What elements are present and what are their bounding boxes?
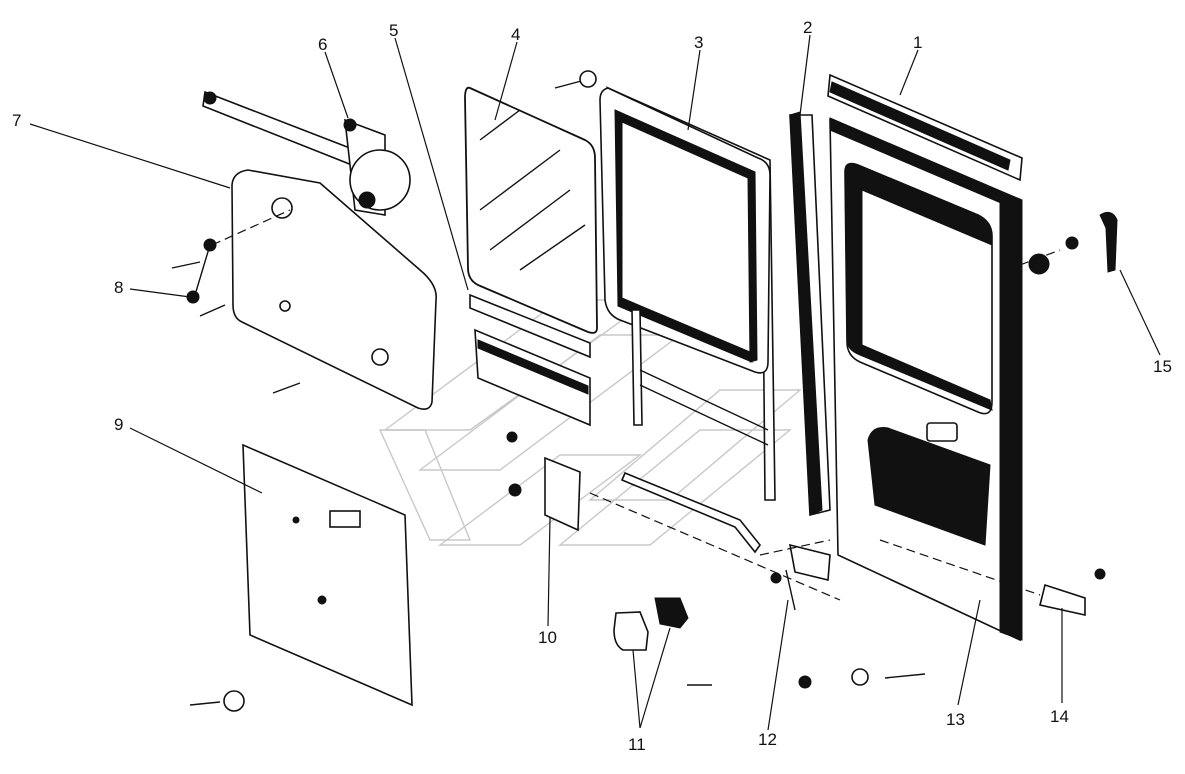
part-4-glass <box>464 86 598 334</box>
loose-fasteners <box>189 70 926 712</box>
part-13-door-frame <box>829 117 1023 642</box>
callout-12: 12 <box>758 730 777 749</box>
callout-11: 11 <box>628 735 646 754</box>
part-8-crank-handle <box>171 209 291 317</box>
callout-5: 5 <box>389 21 398 40</box>
part-12-latch <box>770 543 831 611</box>
callout-7: 7 <box>12 111 21 130</box>
part-9-trim-panel <box>242 443 413 707</box>
part-7-inner-panel <box>231 169 437 410</box>
callout-3: 3 <box>694 33 703 52</box>
callout-2: 2 <box>803 18 812 37</box>
leader-lines <box>29 34 1161 731</box>
part-10-lock <box>506 431 581 532</box>
part-15-outer-handle <box>1028 211 1118 275</box>
callout-4: 4 <box>511 25 520 44</box>
callout-9: 9 <box>114 415 123 434</box>
link-rod <box>620 471 762 554</box>
assembly-lines <box>589 249 1061 601</box>
callout-1: 1 <box>913 33 922 52</box>
callout-8: 8 <box>114 278 123 297</box>
callout-10: 10 <box>538 628 557 647</box>
callout-15: 15 <box>1153 357 1172 376</box>
callout-labels: 1 2 3 4 5 6 7 8 9 10 11 12 13 14 15 <box>12 18 1172 754</box>
part-2-vertical-strip <box>789 111 831 517</box>
part-3-window-frame <box>599 86 776 501</box>
callout-14: 14 <box>1050 707 1069 726</box>
part-11-handles <box>613 597 689 651</box>
part-6-regulator <box>202 90 411 216</box>
callout-6: 6 <box>318 35 327 54</box>
callout-13: 13 <box>946 710 965 729</box>
part-1-top-seal <box>827 73 1023 182</box>
part-5-glass-channel <box>469 293 591 427</box>
part-14-hinge <box>1039 568 1106 616</box>
